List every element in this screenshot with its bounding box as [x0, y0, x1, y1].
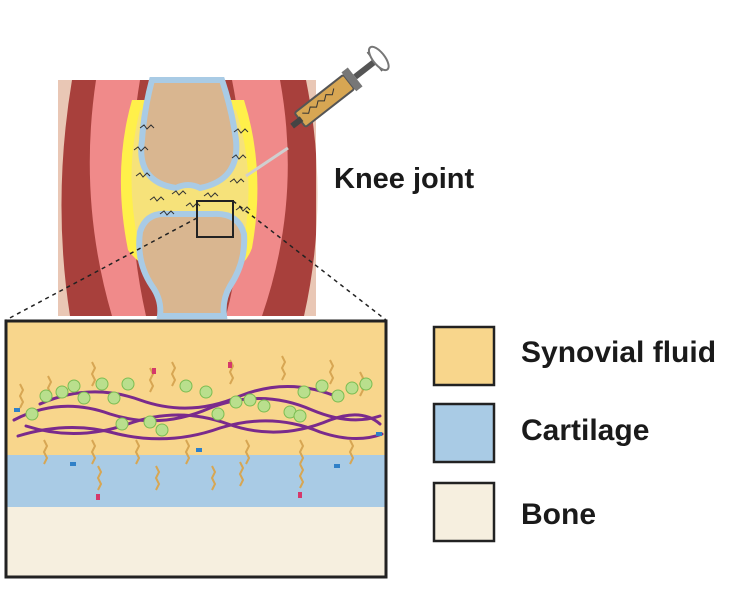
polymer-squiggles: [133, 124, 251, 216]
knee-joint-illustration: [58, 77, 318, 319]
legend-swatch-cartilage: [432, 402, 496, 464]
tibia: [136, 210, 248, 319]
grafted-chains: [18, 355, 365, 491]
skin-edge-right: [304, 80, 318, 316]
legend-swatch-bone: [432, 481, 496, 543]
legend-label-bone: Bone: [521, 498, 596, 531]
polymer-network: [12, 384, 384, 441]
panel-border: [4, 319, 388, 579]
legend-swatches: [432, 325, 496, 543]
syringe-icon: [290, 45, 390, 129]
skin-edge: [58, 80, 72, 316]
zoom-line-right: [232, 200, 387, 321]
femur: [138, 77, 240, 192]
syringe-needle: [245, 146, 289, 178]
magnified-panel: [4, 319, 388, 579]
legend-label-synovial: Synovial fluid: [521, 336, 717, 369]
zoom-region: [196, 200, 234, 238]
legend-swatch-synovial: [432, 325, 496, 387]
panel-cartilage: [6, 455, 386, 507]
lubricant-beads: [25, 377, 373, 437]
legend-label-cartilage: Cartilage: [521, 414, 650, 447]
diagram-title: Knee joint: [334, 163, 475, 195]
chain-end-caps: [14, 362, 382, 500]
panel-bone: [6, 507, 386, 577]
